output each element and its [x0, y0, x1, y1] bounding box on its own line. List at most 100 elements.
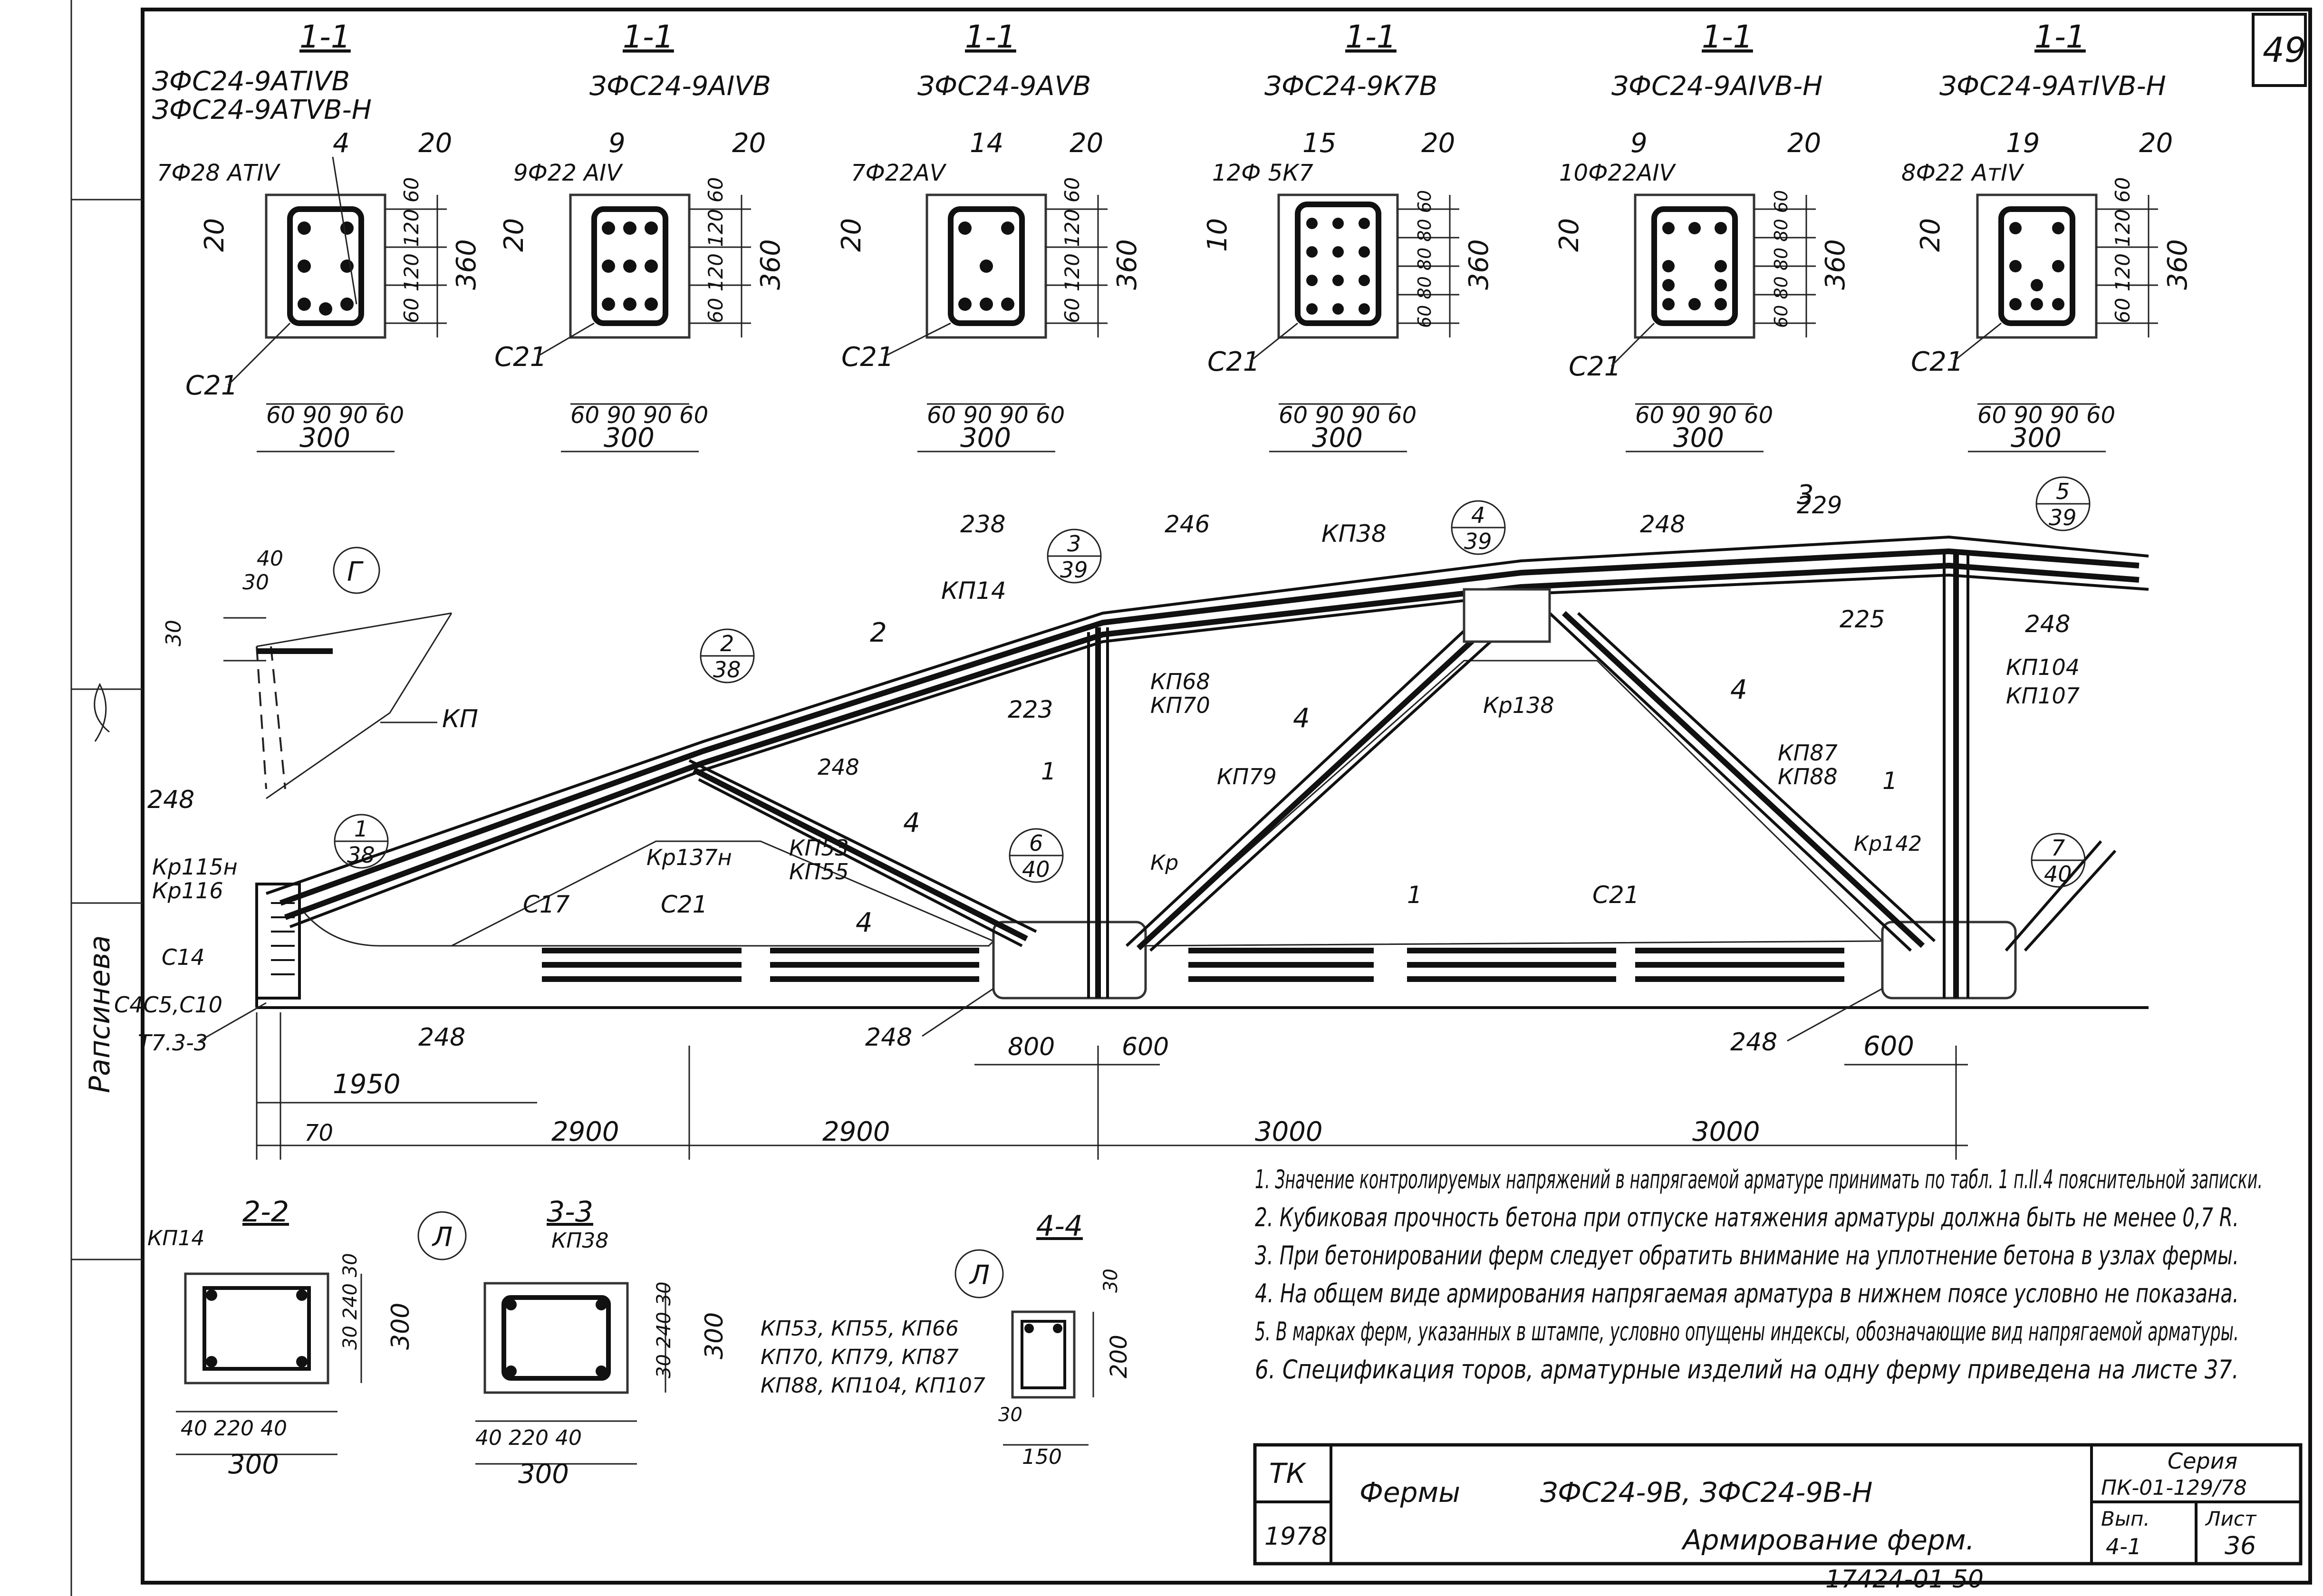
section-height: 360	[2162, 239, 2193, 290]
section-ref: КП53, КП55, КП66	[761, 1317, 959, 1341]
dims-vertical: 60 80 80 80 60	[1771, 190, 1792, 328]
dim-label: 2900	[822, 1116, 890, 1147]
part-label: КП38	[1321, 520, 1387, 548]
section-title: 1-1	[2034, 19, 2086, 55]
stirrup	[591, 206, 668, 326]
title-block: ТК 1978 Фермы ЗФС24-9В, ЗФС24-9В-Н Армир…	[1253, 1443, 2303, 1566]
bar-position: 9	[608, 128, 626, 159]
dims-horizontal: 60 90 90 60	[570, 402, 708, 429]
note-3: 3. При бетонировании ферм следует обрати…	[1255, 1240, 2239, 1270]
note-1: 1. Значение контролируемых напряжений в …	[1255, 1164, 2263, 1194]
part-label: С17	[523, 891, 570, 918]
part-label: С14	[162, 944, 205, 970]
part-label: Кр116	[152, 878, 223, 904]
sheet-label: Лист	[2205, 1507, 2257, 1530]
diagonal	[1548, 612, 1912, 952]
section-height: 360	[755, 239, 786, 290]
dim-label: 70	[304, 1120, 333, 1146]
page-number-box	[2252, 13, 2307, 87]
node-ref-sheet: 39	[1060, 557, 1088, 583]
cover-dim: 20	[836, 218, 867, 252]
bottom-node	[1881, 921, 2017, 1000]
stirrup	[1295, 202, 1381, 326]
node-ref-num: 7	[2051, 835, 2065, 861]
cover-dim: 20	[1554, 218, 1585, 252]
section-height: 360	[1112, 239, 1143, 290]
cover-dim: 20	[1787, 128, 1821, 159]
subject: Фермы	[1359, 1476, 1460, 1509]
cover-dim: 20	[499, 218, 530, 252]
bar-description: 12Ф 5К7	[1212, 160, 1313, 186]
dim-label: 600	[1863, 1031, 1914, 1062]
cut-mark: 4	[903, 808, 920, 838]
left-margin-text: Рапсинева	[83, 935, 116, 1093]
diagonal	[1125, 612, 1484, 947]
section-width: 300	[604, 423, 655, 453]
stirrup-label: С21	[841, 342, 894, 373]
detail-circle	[333, 547, 380, 594]
dims-horizontal: 60 90 90 60	[266, 402, 404, 429]
dims-horizontal: 60 90 90 60	[927, 402, 1065, 429]
bar-position: 15	[1302, 128, 1336, 159]
series-label: Серия	[2168, 1448, 2237, 1474]
cut-mark: 2	[870, 617, 887, 648]
truss-dimensions: 1950 70 2900 2900 3000 3000 800 600 600	[256, 1012, 1968, 1160]
archive-number: 17424-01 50	[1825, 1565, 1984, 1594]
dims-horizontal: 60 90 90 60	[1279, 402, 1417, 429]
node-ref-num: 6	[1029, 830, 1043, 856]
part-label: 248	[1640, 510, 1685, 538]
cover-dim: 10	[1202, 218, 1233, 252]
section-name: ЗФС24-9К7В	[1264, 71, 1437, 102]
top-chord	[266, 535, 2149, 895]
section-name: ЗФС24-9АтIVВ-Н	[1939, 71, 2166, 102]
section-height: 300	[386, 1303, 415, 1350]
truss-annotations: Г 40 30 30 КП 248 Кр115н Кр116 С14 С4С5,…	[114, 476, 2091, 1057]
part-label: 248	[865, 1023, 912, 1052]
bar-description: 10Ф22АIV	[1559, 160, 1676, 186]
section-2: 1-1 ЗФС24-9АIVВ 9 9Ф22 АIV 20 20 60 120 …	[494, 19, 786, 453]
dims-vertical: 30	[1100, 1269, 1122, 1293]
node-ref-sheet: 38	[713, 657, 741, 683]
section-title: 1-1	[299, 19, 351, 55]
section-5: 1-1 ЗФС24-9АIVВ-Н 9 10Ф22АIV 20 20 60 80…	[1554, 19, 1851, 453]
section-height: 360	[451, 239, 482, 290]
part-label: 225	[1840, 606, 1885, 633]
part-label: 229	[1797, 491, 1842, 519]
signature-mark	[94, 683, 110, 742]
section-title: 2-2	[242, 1195, 289, 1229]
section-title: 3-3	[547, 1195, 593, 1229]
description: Армирование ферм.	[1681, 1524, 1975, 1556]
dim-label: 3000	[1692, 1116, 1760, 1147]
dims-vertical: 30 240 30	[653, 1281, 675, 1378]
part-label: КП53	[789, 835, 849, 861]
dim-label: 30	[162, 620, 186, 646]
bar-position: 9	[1630, 128, 1648, 159]
dim-label: 800	[1008, 1033, 1055, 1061]
cover-dim: 20	[1070, 128, 1103, 159]
node-ref-sheet: 40	[1022, 856, 1050, 882]
issue-label: Вып.	[2101, 1507, 2150, 1530]
part-label: КП88	[1778, 764, 1838, 789]
notes: 1. Значение контролируемых напряжений в …	[1255, 1164, 2263, 1384]
node-ref-sheet: 39	[1464, 529, 1492, 554]
stirrup	[948, 206, 1025, 326]
bar-description: 7Ф28 АТIV	[157, 160, 281, 186]
section-width: 300	[518, 1459, 569, 1490]
section-2-2: 2-2 КП14 40 220 40 300 30 240 30 300	[147, 1195, 415, 1480]
section-title: 1-1	[1702, 19, 1753, 55]
dims-vertical: 60 80 80 80 60	[1414, 190, 1435, 328]
section-width: 300	[2011, 423, 2062, 453]
detail-label: Г	[347, 557, 364, 587]
stirrup	[1651, 206, 1738, 326]
cut-mark: 3	[1797, 480, 1814, 510]
cover-dim: 20	[1421, 128, 1455, 159]
section-3-3: 3-3 КП38 40 220 40 300 30 240 30 300	[475, 1195, 729, 1490]
truss-marks: ЗФС24-9В, ЗФС24-9В-Н	[1540, 1476, 1872, 1509]
part-label: С21	[661, 891, 708, 918]
detail-label: Л	[432, 1222, 453, 1253]
part-label: Кр137н	[646, 845, 732, 870]
section-concrete	[1976, 193, 2098, 339]
dim-label: 40	[257, 547, 283, 571]
dims-vertical: 30 240 30	[339, 1253, 361, 1350]
